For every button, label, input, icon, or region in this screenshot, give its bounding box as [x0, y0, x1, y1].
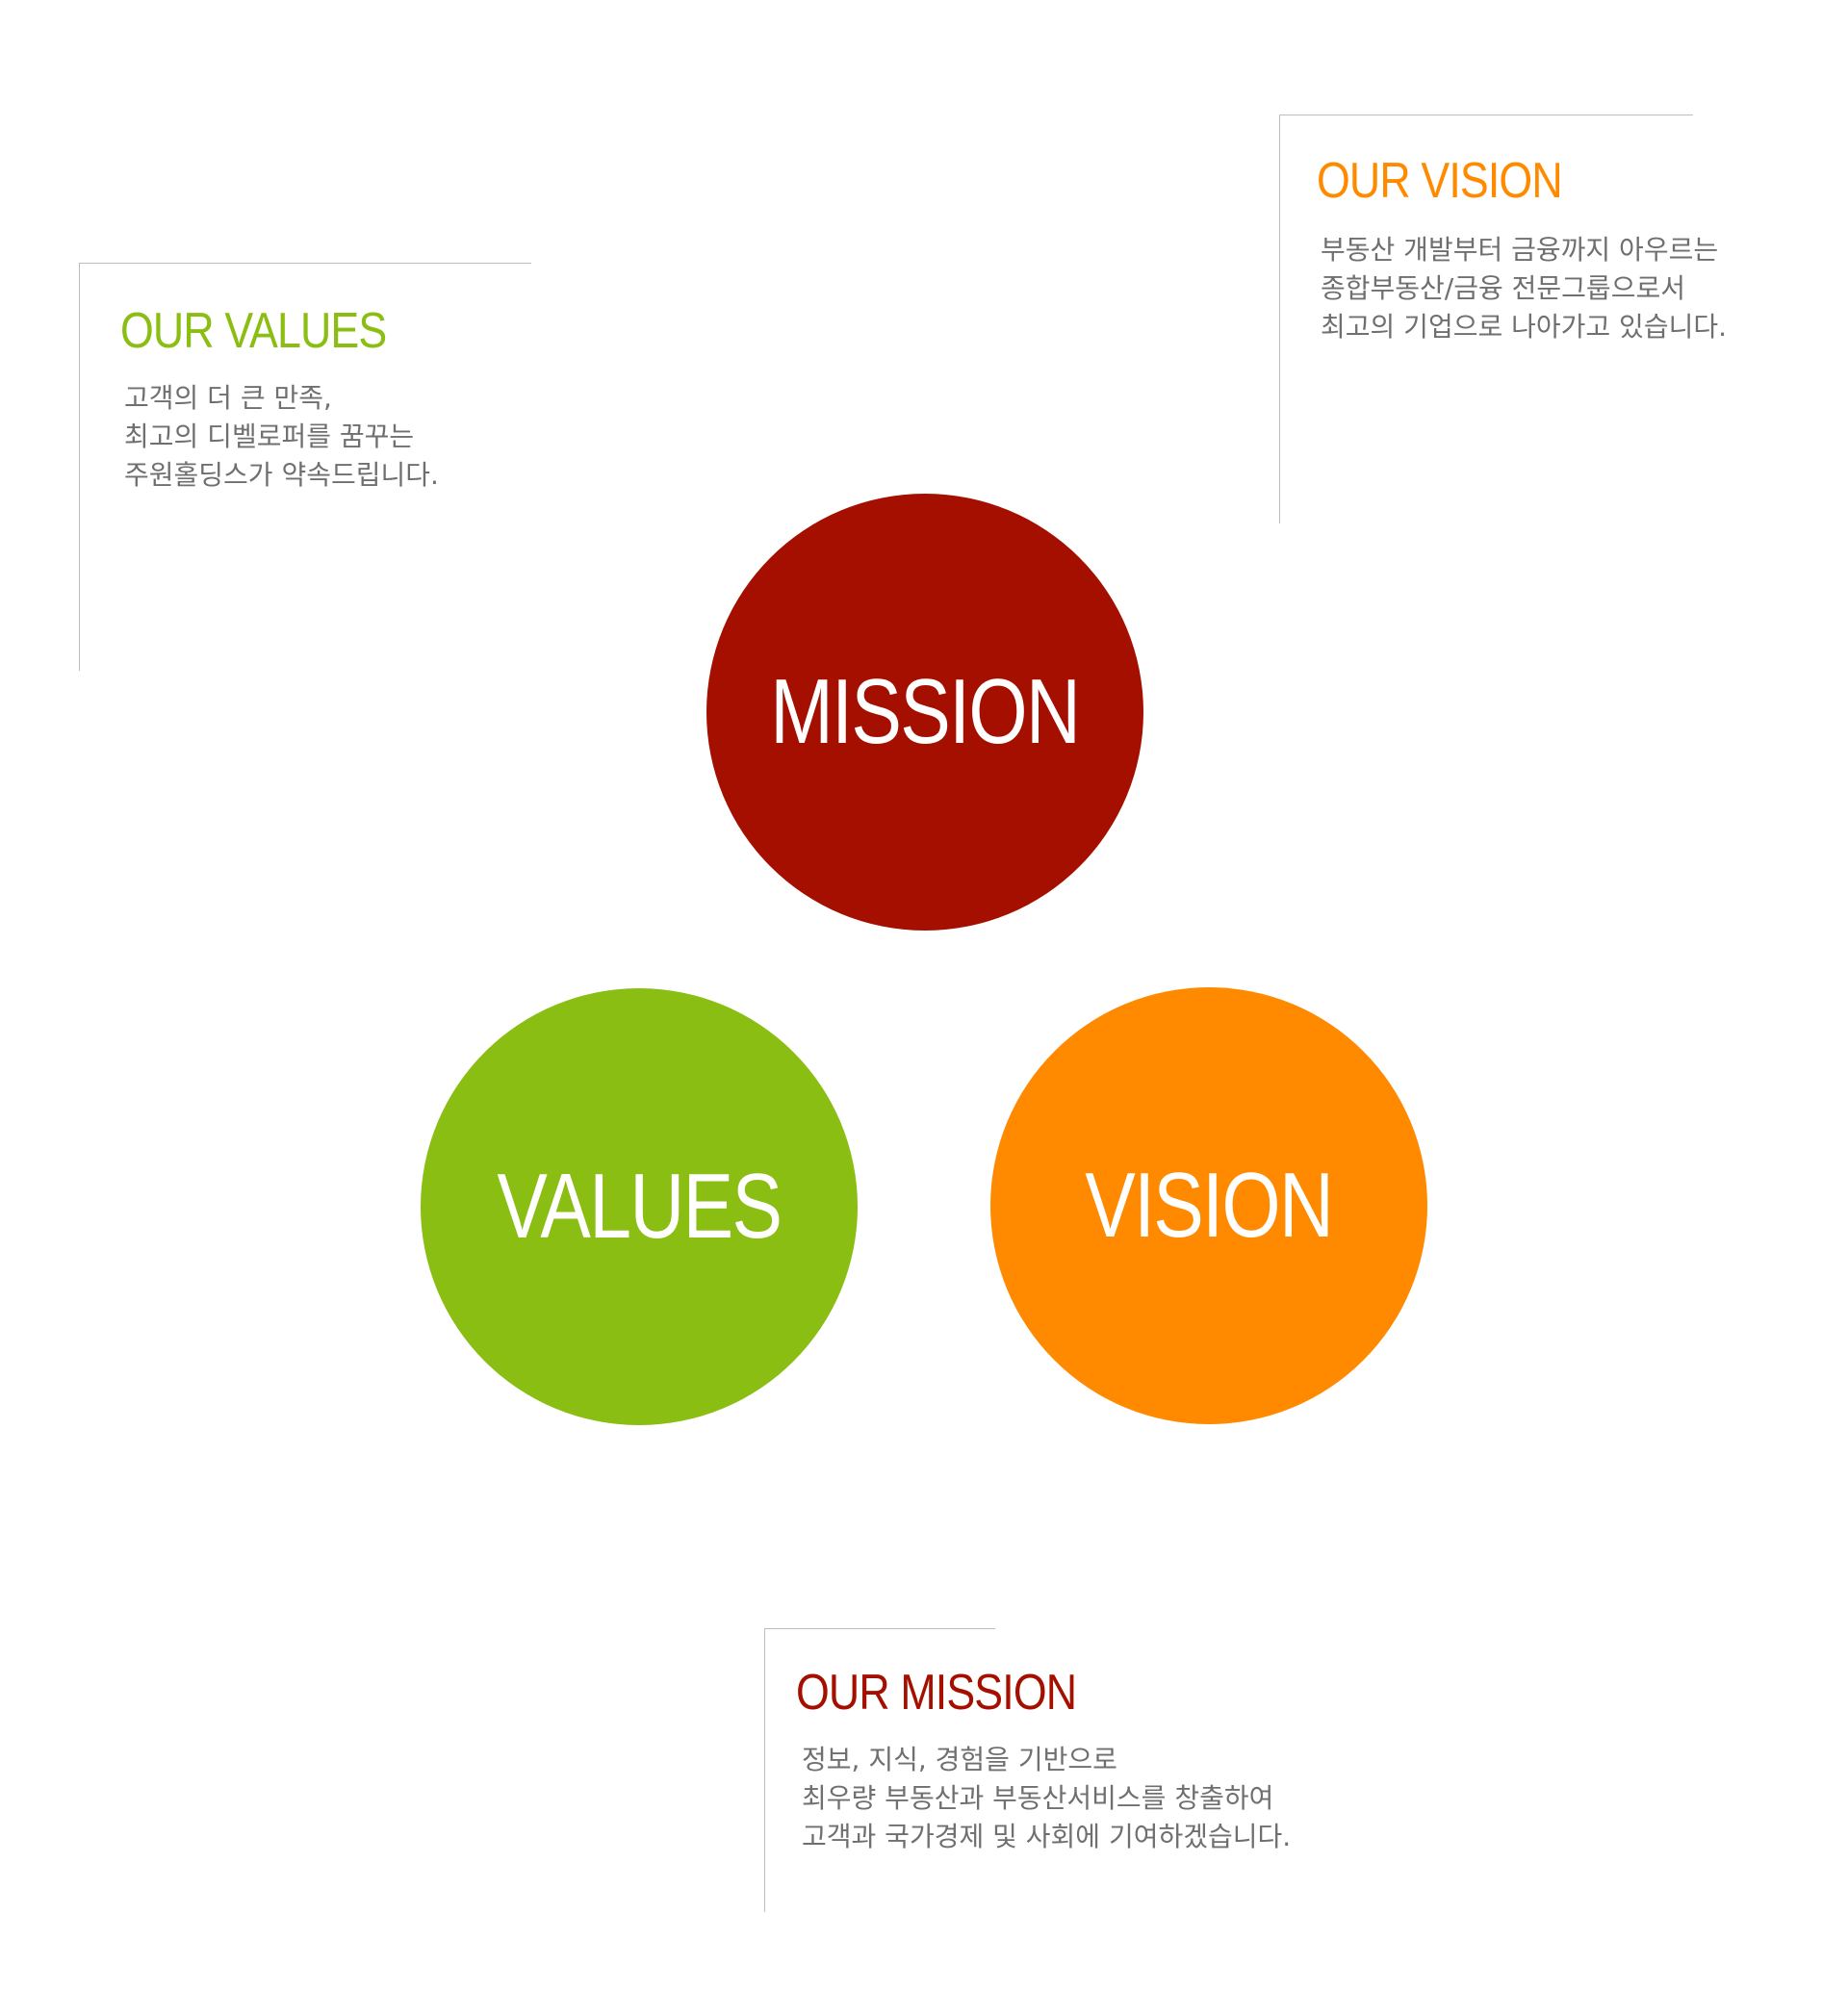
- values-line-2: 최고의 디벨로퍼를 꿈꾸는: [124, 421, 415, 452]
- mission-circle: MISSION: [706, 494, 1143, 931]
- values-heading: OUR VALUES: [120, 303, 387, 359]
- vision-line-1: 부동산 개발부터 금융까지 아우르는: [1321, 234, 1719, 266]
- vision-description: 부동산 개발부터 금융까지 아우르는 종합부동산/금융 전문그룹으로서 최고의 …: [1321, 231, 1727, 346]
- mission-line-2: 최우량 부동산과 부동산서비스를 창출하여: [802, 1782, 1274, 1814]
- mission-line-3: 고객과 국가경제 및 사회에 기여하겠습니다.: [802, 1821, 1292, 1852]
- vision-line-3: 최고의 기업으로 나아가고 있습니다.: [1321, 311, 1728, 343]
- values-line-3: 주원홀딩스가 약속드립니다.: [124, 459, 439, 491]
- values-circle-label: VALUES: [497, 1155, 783, 1258]
- vision-line-2: 종합부동산/금융 전문그룹으로서: [1321, 272, 1685, 304]
- values-description: 고객의 더 큰 만족, 최고의 디벨로퍼를 꿈꾸는 주원홀딩스가 약속드립니다.: [124, 379, 439, 495]
- vision-circle: VISION: [990, 987, 1427, 1424]
- mission-panel: OUR MISSION 정보, 지식, 경험을 기반으로 최우량 부동산과 부동…: [764, 1628, 1291, 1912]
- values-panel: OUR VALUES 고객의 더 큰 만족, 최고의 디벨로퍼를 꿈꾸는 주원홀…: [79, 263, 531, 671]
- mission-circle-label: MISSION: [770, 660, 1082, 763]
- values-line-1: 고객의 더 큰 만족,: [124, 382, 332, 414]
- values-circle: VALUES: [421, 988, 858, 1425]
- vision-panel: OUR VISION 부동산 개발부터 금융까지 아우르는 종합부동산/금융 전…: [1279, 115, 1727, 523]
- vision-heading: OUR VISION: [1317, 153, 1563, 209]
- vision-circle-label: VISION: [1085, 1154, 1335, 1257]
- mission-line-1: 정보, 지식, 경험을 기반으로: [802, 1744, 1117, 1775]
- mission-description: 정보, 지식, 경험을 기반으로 최우량 부동산과 부동산서비스를 창출하여 고…: [802, 1741, 1291, 1856]
- mission-heading: OUR MISSION: [796, 1665, 1077, 1721]
